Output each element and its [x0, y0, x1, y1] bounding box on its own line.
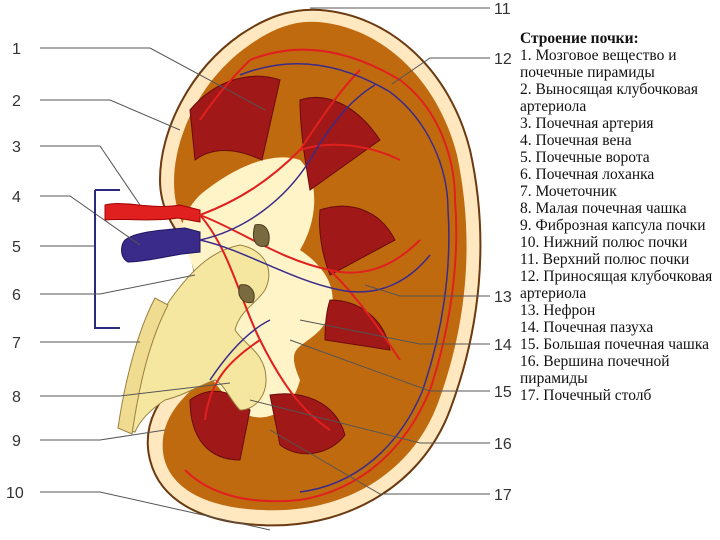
callout-15: 15 — [494, 384, 512, 401]
legend-item: 14. Почечная пазуха — [520, 319, 654, 336]
legend-item: 16. Вершина почечной пирамиды — [520, 353, 670, 387]
renal-pelvis — [124, 244, 270, 433]
venous-branches — [199, 62, 450, 493]
callout-13: 13 — [494, 289, 512, 306]
legend-item: 6. Почечная лоханка — [520, 166, 655, 183]
pyramid — [324, 299, 391, 351]
legend-item: 5. Почечные ворота — [520, 149, 650, 166]
renal-artery — [104, 203, 201, 223]
legend-item: 12. Приносящая клубочковая артериола — [520, 268, 713, 302]
callout-2: 2 — [12, 93, 21, 110]
legend-item: 8. Малая почечная чашка — [520, 200, 687, 217]
pyramid — [189, 75, 281, 161]
legend-item: 7. Мочеточник — [520, 183, 617, 200]
callout-4: 4 — [12, 189, 21, 206]
callout-12: 12 — [494, 51, 512, 68]
legend-item: 4. Почечная вена — [520, 132, 632, 149]
callout-leaders — [40, 7, 490, 531]
arterial-branches — [184, 48, 458, 503]
pyramid — [269, 393, 346, 455]
pyramid — [319, 205, 396, 276]
legend-item: 2. Выносящая клубочковая артериола — [520, 81, 698, 115]
callout-5: 5 — [12, 239, 21, 256]
ureter — [117, 297, 169, 435]
callout-10: 10 — [6, 485, 24, 502]
callout-1: 1 — [12, 41, 21, 58]
legend-item: 3. Почечная артерия — [520, 115, 654, 132]
callout-6: 6 — [12, 287, 21, 304]
legend-item: 15. Большая почечная чашка — [520, 336, 710, 353]
pyramid — [189, 390, 251, 461]
callout-9: 9 — [12, 433, 21, 450]
callout-14: 14 — [494, 337, 512, 354]
legend-item: 13. Нефрон — [520, 302, 596, 319]
legend-item: 11. Верхний полюс почки — [520, 251, 690, 268]
legend-item: 10. Нижний полюс почки — [520, 234, 688, 251]
callout-16: 16 — [494, 436, 512, 453]
callout-3: 3 — [12, 139, 21, 156]
callout-7: 7 — [12, 335, 21, 352]
callout-11: 11 — [494, 1, 511, 18]
legend-item: 17. Почечный столб — [520, 387, 652, 404]
kidney-diagram: 1 2 3 4 5 6 7 8 9 10 11 12 13 14 15 16 1… — [6, 1, 512, 531]
legend-item: 1. Мозговое вещество и почечные пирамиды — [520, 47, 677, 81]
legend: Строение почки: 1. Мозговое вещество и п… — [520, 30, 715, 404]
callout-numbers-right: 11 12 13 14 15 16 17 — [494, 1, 512, 504]
renal-vein — [121, 227, 201, 263]
callout-17: 17 — [494, 487, 512, 504]
legend-item: 9. Фиброзная капсула почки — [520, 217, 706, 234]
legend-title: Строение почки: — [520, 30, 639, 47]
callout-8: 8 — [12, 389, 21, 406]
sinus-cavities — [238, 223, 270, 304]
callout-numbers-left: 1 2 3 4 5 6 7 8 9 10 — [6, 41, 24, 502]
